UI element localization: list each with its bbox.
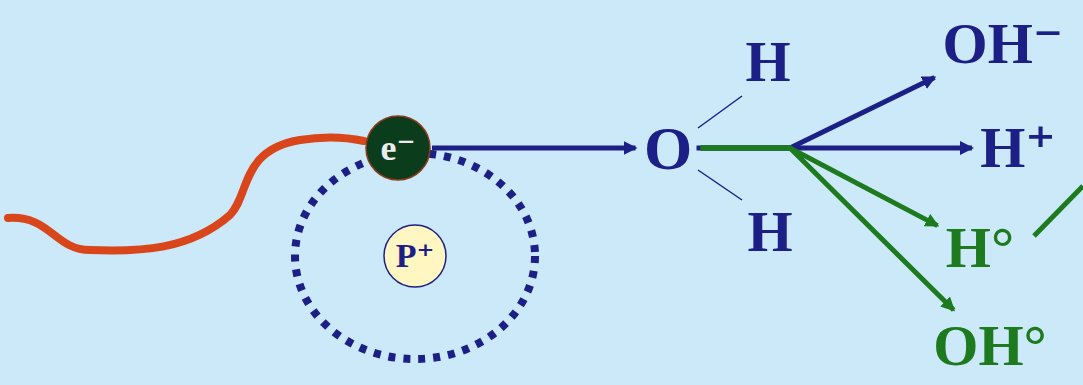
hydroxide-ion: OH⁻ [941, 14, 1066, 74]
reaction-arrow [432, 146, 636, 151]
reaction-line [1034, 186, 1083, 236]
circle-shape [384, 225, 446, 287]
node-label: e⁻ [381, 130, 416, 166]
node-label: OH⁻ [943, 15, 1064, 73]
node-label: P⁺ [396, 239, 435, 273]
node-label: O [644, 117, 693, 179]
node-label: OH° [933, 317, 1047, 375]
hydrogen-radical: H° [944, 218, 1017, 278]
node-label: H [747, 203, 793, 261]
node-label: H° [946, 219, 1015, 277]
hydrogen-atom: H [745, 202, 795, 262]
hydrogen-atom: H [743, 32, 793, 92]
electron-circle: e⁻ [364, 114, 432, 182]
hydroxyl-radical: OH° [931, 316, 1049, 376]
bond-line [698, 96, 742, 128]
reaction-arrow [701, 148, 954, 310]
hydrogen-ion: H⁺ [978, 118, 1058, 178]
oxygen-atom: O [642, 116, 695, 180]
node-label: H [745, 33, 791, 91]
circle-shape [366, 116, 430, 180]
reaction-arrow [701, 148, 938, 226]
bond-line [698, 170, 742, 200]
radiation-ray [8, 137, 364, 250]
electron-orbit [295, 153, 535, 359]
reaction-arrow [701, 77, 935, 148]
proton-circle: P⁺ [382, 223, 448, 289]
node-label: H⁺ [980, 119, 1056, 177]
